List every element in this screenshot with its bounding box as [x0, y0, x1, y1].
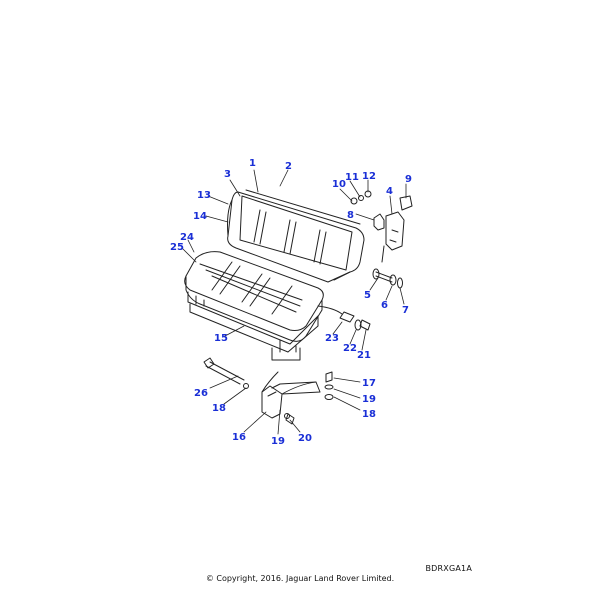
- callout-8: 8: [347, 210, 354, 221]
- callout-1: 1: [249, 158, 256, 169]
- callout-7: 7: [402, 305, 409, 316]
- callout-10: 10: [332, 179, 346, 190]
- callout-19-b: 19: [271, 436, 285, 447]
- callout-22: 22: [343, 343, 357, 354]
- copyright-notice: © Copyright, 2016. Jaguar Land Rover Lim…: [205, 574, 395, 583]
- callout-18-a: 18: [212, 403, 226, 414]
- pivot-hardware: [317, 305, 371, 331]
- callout-18-b: 18: [362, 409, 376, 420]
- callout-16: 16: [232, 432, 246, 443]
- callout-13: 13: [197, 190, 211, 201]
- seat-cushion: [184, 251, 324, 342]
- callout-leader-lines: [181, 169, 407, 435]
- callout-19-a: 19: [362, 394, 376, 405]
- seat-base-frame: [187, 291, 319, 361]
- callout-9: 9: [405, 174, 412, 185]
- callout-25: 25: [170, 242, 184, 253]
- callout-24: 24: [180, 232, 194, 243]
- callout-6: 6: [381, 300, 388, 311]
- callout-17: 17: [362, 378, 376, 389]
- callout-14: 14: [193, 211, 207, 222]
- callout-11: 11: [345, 172, 359, 183]
- callout-26: 26: [194, 388, 208, 399]
- callout-labels: 1 2 3 4 5 6 7 8 9 10 11 12 13 14 15 16 1…: [170, 158, 412, 447]
- callout-4: 4: [386, 186, 393, 197]
- backrest-bracket-assembly: [350, 190, 413, 289]
- callout-20: 20: [298, 433, 312, 444]
- reference-code: BDRXGA1A: [425, 564, 472, 573]
- seat-backrest: [227, 189, 365, 283]
- hinge-bracket: [203, 357, 334, 425]
- callout-15: 15: [214, 333, 228, 344]
- callout-12: 12: [362, 171, 376, 182]
- callout-2: 2: [285, 161, 292, 172]
- callout-23: 23: [325, 333, 339, 344]
- callout-21: 21: [357, 350, 371, 361]
- callout-3: 3: [224, 169, 231, 180]
- callout-5: 5: [364, 290, 371, 301]
